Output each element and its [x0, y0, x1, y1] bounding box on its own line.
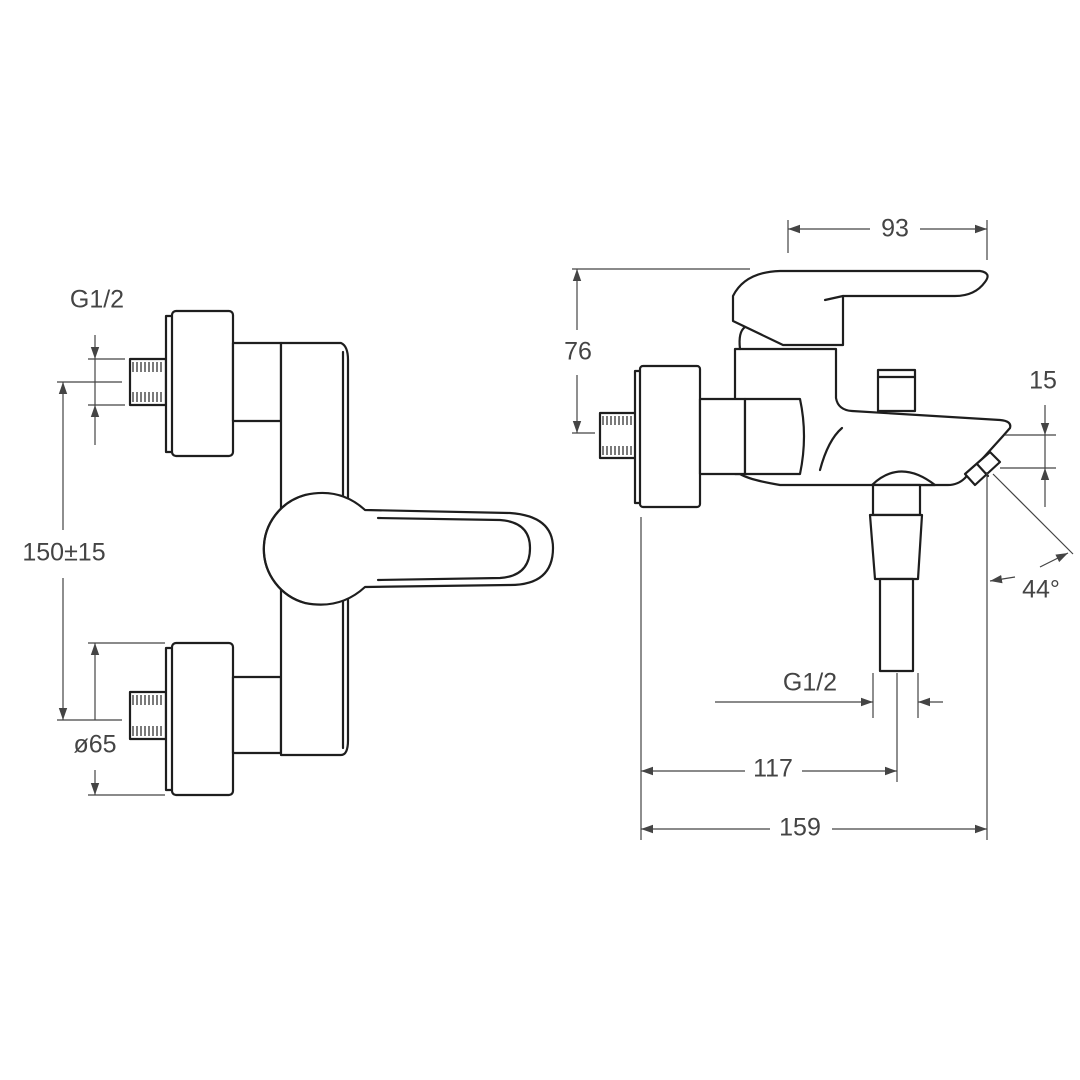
outlet-thread-label: G1/2 [783, 669, 837, 697]
outlet-nipple [871, 483, 922, 517]
side-lever [731, 269, 989, 347]
side-thread-hatch [602, 416, 632, 455]
side-connector [698, 397, 747, 476]
upper-escutcheon [170, 309, 235, 458]
lower-connector [231, 675, 283, 755]
upper-inlet [128, 309, 283, 458]
spout-hump [870, 470, 937, 487]
height-label: 76 [564, 338, 592, 366]
mixer-lever [262, 491, 555, 606]
lower-thread-hatch [132, 695, 162, 736]
side-dimensions: 93 76 15 44° G1/2 117 159 [564, 215, 1074, 842]
lever-length-label: 93 [881, 215, 909, 243]
front-dimensions: G1/2 150±15 ø65 [22, 286, 165, 796]
spout-angle-label: 44° [1022, 576, 1060, 604]
side-connector-sleeve [743, 397, 806, 476]
front-view: G1/2 150±15 ø65 [22, 286, 555, 797]
lower-escutcheon [170, 641, 235, 797]
side-view: 93 76 15 44° G1/2 117 159 [564, 215, 1074, 842]
upper-thread-hatch [132, 362, 162, 402]
aerator [963, 450, 1002, 487]
outlet-pipe [878, 577, 915, 673]
center-distance-label: 150±15 [22, 539, 105, 567]
upper-connector [231, 341, 283, 423]
spout-offset-label: 15 [1029, 367, 1057, 395]
outlet-distance-label: 117 [753, 755, 793, 783]
lower-inlet [128, 641, 283, 797]
total-depth-label: 159 [779, 814, 821, 842]
outlet-taper [868, 513, 924, 581]
upper-thread-stub [128, 357, 168, 407]
side-escutcheon [638, 364, 702, 509]
escutcheon-diameter-label: ø65 [73, 731, 116, 759]
front-thread-label: G1/2 [70, 286, 124, 314]
